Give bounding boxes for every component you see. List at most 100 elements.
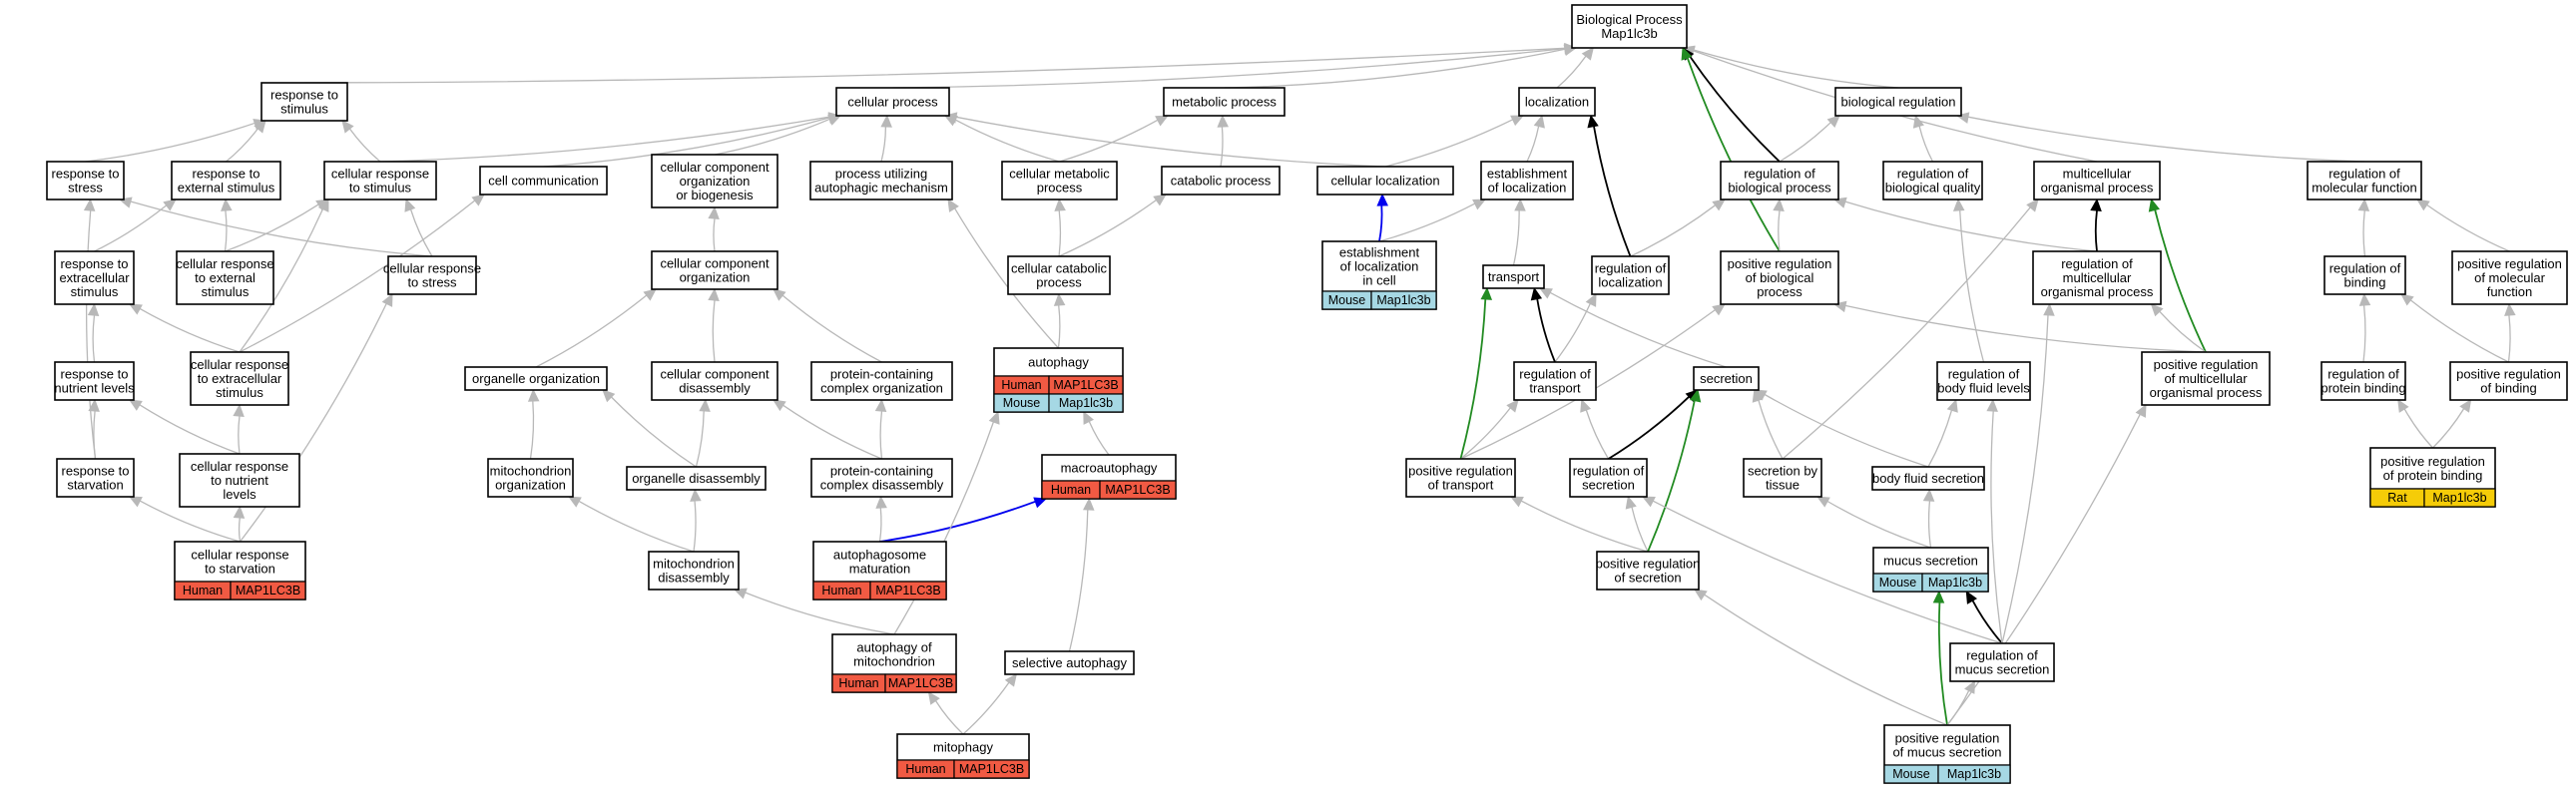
- go-term-node-cloc[interactable]: cellular localization: [1316, 166, 1454, 196]
- edge-line: [1520, 500, 1649, 553]
- go-term-node-bfs[interactable]: body fluid secretion: [1871, 466, 1985, 491]
- species-label: Human: [905, 762, 945, 776]
- go-term-label: cell communication: [488, 174, 599, 189]
- edge-rmucsec-to-mucsec: [1965, 590, 2003, 644]
- go-term-label: cellular response: [191, 548, 288, 563]
- go-term-node-transport[interactable]: transport: [1482, 264, 1545, 289]
- go-term-node-oorg[interactable]: organelle organization: [464, 366, 608, 391]
- go-term-node-cproc[interactable]: cellular process: [835, 87, 950, 117]
- go-term-node-secr[interactable]: secretion: [1693, 366, 1760, 391]
- go-term-node-odis[interactable]: organelle disassembly: [626, 466, 767, 491]
- edge-line: [2159, 310, 2207, 353]
- edge-prmop-to-mop: [2148, 198, 2207, 353]
- edge-rmf-to-breg: [1955, 112, 2365, 163]
- edge-line: [879, 410, 883, 460]
- go-term-label: complex disassembly: [820, 478, 944, 493]
- go-term-box: [626, 466, 767, 491]
- go-term-label: protein binding: [2320, 381, 2405, 396]
- edge-line: [1585, 409, 1610, 460]
- gene-cell: [1099, 480, 1177, 500]
- species-label: Mouse: [1003, 396, 1041, 410]
- go-term-node-catab[interactable]: catabolic process: [1161, 166, 1281, 196]
- edge-line: [139, 500, 241, 543]
- go-term-node-ccomm[interactable]: cell communication: [479, 166, 608, 196]
- edge-prtrans-to-transport: [1459, 286, 1493, 460]
- arrowhead: [1585, 292, 1597, 307]
- go-term-box: [651, 361, 778, 401]
- arrowhead: [254, 120, 266, 134]
- go-term-label: cellular component: [660, 367, 770, 382]
- go-term-node-selaut[interactable]: selective autophagy: [1004, 650, 1135, 675]
- gene-label: Map1lc3b: [1928, 576, 1982, 590]
- go-term-node-loc[interactable]: localization: [1518, 87, 1596, 117]
- go-term-node-breg[interactable]: biological regulation: [1834, 87, 1962, 117]
- edge-ccob-to-cproc: [714, 114, 842, 156]
- edge-aom-to-autoph: [893, 410, 1000, 635]
- go-term-node-metab[interactable]: metabolic process: [1163, 87, 1286, 117]
